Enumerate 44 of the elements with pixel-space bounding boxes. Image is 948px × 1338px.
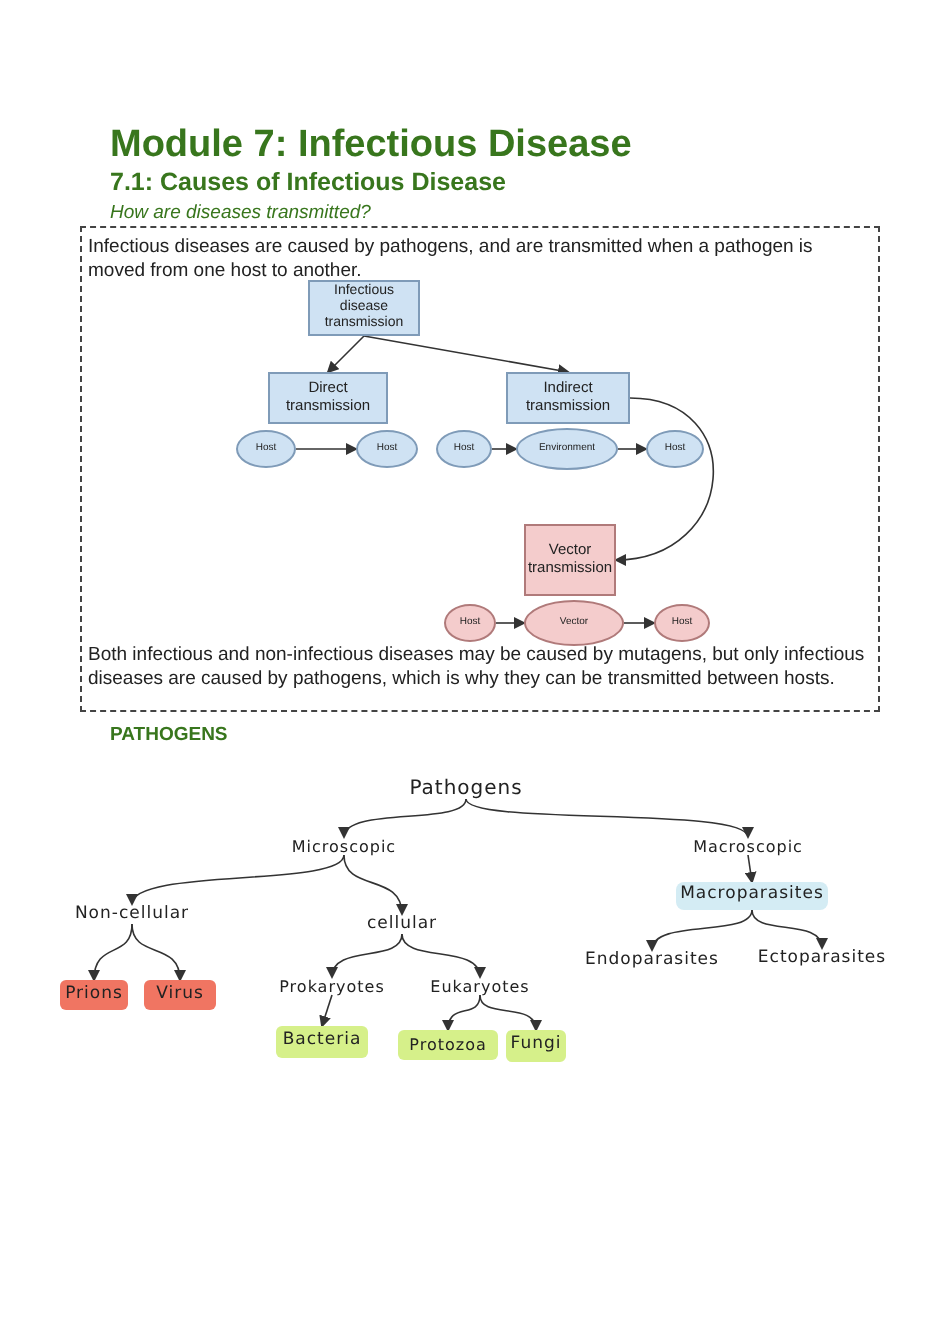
arrow	[131, 854, 345, 906]
paragraph: Both infectious and non-infectious diseases may be caused by mutagens, but only infectious diseases are caused by pathogens, which is why they can be transmitted between hosts.	[88, 644, 867, 692]
handwritten-label: Non-cellular	[74, 904, 190, 924]
dashed-frame	[80, 226, 880, 712]
highlighted-label: Fungi	[506, 1030, 566, 1062]
handwritten-label: Ectoparasites	[757, 948, 887, 968]
highlighted-label: Prions	[60, 980, 128, 1010]
arrow	[363, 335, 570, 377]
arrow	[617, 443, 648, 455]
section-heading: 7.1: Causes of Infectious Disease	[110, 168, 506, 196]
arrow	[401, 933, 484, 979]
highlighted-label: Protozoa	[398, 1030, 498, 1060]
arrow	[326, 335, 365, 374]
arrow	[465, 798, 750, 839]
subtitle: How are diseases transmitted?	[110, 202, 371, 224]
handwritten-label: Microscopic	[291, 837, 397, 855]
arrow	[648, 909, 753, 952]
handwritten-label: Eukaryotes	[430, 977, 530, 995]
arrow	[443, 994, 481, 1032]
handwritten-label: Prokaryotes	[279, 977, 385, 995]
arrow	[623, 617, 656, 629]
arrow	[341, 798, 467, 839]
section-heading: PATHOGENS	[110, 724, 228, 746]
handwritten-label: cellular	[366, 914, 438, 934]
arrow	[495, 617, 526, 629]
handwritten-label: Pathogens	[409, 777, 523, 799]
arrow	[88, 923, 133, 982]
arrow	[479, 994, 541, 1032]
highlighted-label: Macroparasites	[676, 882, 828, 910]
arrow	[751, 909, 826, 950]
arrow	[319, 994, 333, 1028]
arrow	[327, 933, 403, 979]
highlighted-label: Bacteria	[276, 1026, 368, 1058]
arrow	[343, 854, 407, 916]
arrow	[131, 923, 185, 982]
arrow	[614, 397, 714, 565]
page-title: Module 7: Infectious Disease	[110, 124, 632, 168]
handwritten-label: Endoparasites	[585, 950, 719, 970]
arrow	[295, 443, 358, 455]
arrow	[491, 443, 518, 455]
paragraph: Infectious diseases are caused by pathogens, and are transmitted when a pathogen is moved from one host to another.	[88, 236, 815, 283]
handwritten-label: Macroscopic	[693, 837, 803, 855]
arrow	[744, 854, 757, 884]
highlighted-label: Virus	[144, 980, 216, 1010]
